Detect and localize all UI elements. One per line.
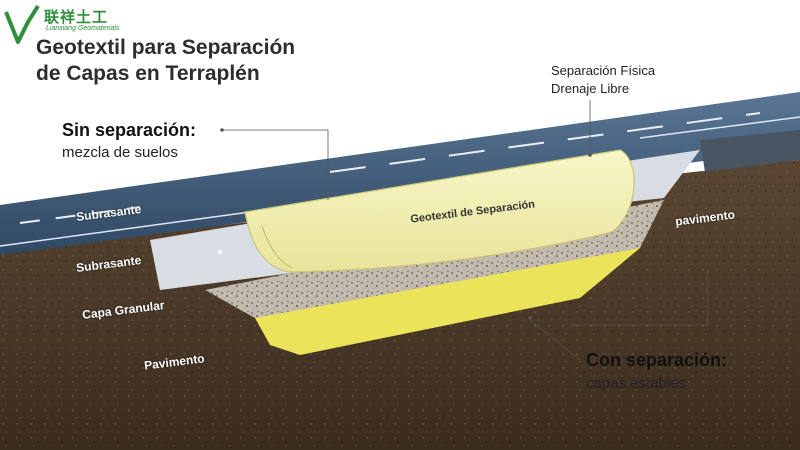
leader-dot — [528, 316, 532, 320]
road-shoulder-right — [700, 130, 800, 172]
geotextile-sheet — [244, 149, 635, 273]
without-separation-sub: mezcla de suelos — [62, 144, 178, 161]
geotextile-fold — [261, 225, 293, 269]
lane-edge-line — [0, 211, 251, 247]
leader-dot — [220, 128, 224, 132]
yellow-layer — [255, 238, 640, 355]
with-separation-sub: capas estables — [586, 375, 687, 392]
leader-dot — [218, 250, 222, 254]
road-surface — [0, 92, 800, 255]
title-line-2: de Capas en Terraplén — [36, 62, 260, 85]
without-separation-heading: Sin separación: — [62, 120, 197, 140]
logo-name-cn: 联祥土工 — [44, 9, 109, 26]
callout-free-drainage: Drenaje Libre — [551, 81, 630, 96]
lane-edge-line — [639, 116, 800, 139]
title-line-1: Geotextil para Separación — [36, 36, 296, 59]
leader-dot — [588, 153, 592, 157]
with-separation-heading: Con separación: — [586, 350, 728, 370]
callout-physical-separation: Separación Física — [551, 63, 656, 78]
lane-marking — [329, 112, 761, 173]
leader-line — [529, 319, 581, 361]
logo-mark — [4, 4, 40, 44]
logo-name-en: Lianxiang Geomaterials — [46, 25, 120, 32]
